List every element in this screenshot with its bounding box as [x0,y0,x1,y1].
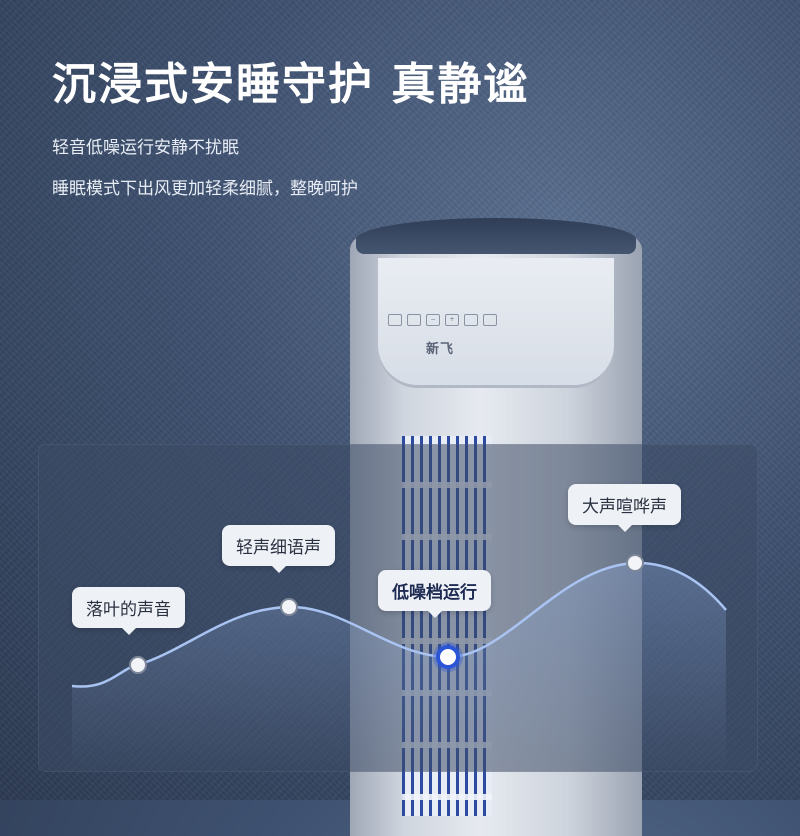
ac-button-icon [407,314,421,326]
ac-button-icon [464,314,478,326]
point-marker [129,656,147,674]
minus-icon: − [426,314,440,326]
label-whisper: 轻声细语声 [222,525,335,573]
point-marker [280,598,298,616]
highlight-point-marker [436,645,460,669]
subtitle-quiet: 轻音低噪运行安静不扰眠 [52,138,239,158]
point-marker [626,554,644,572]
plus-icon: + [445,314,459,326]
headline: 沉浸式安睡守护 真静谧 [52,59,530,110]
ac-top-cap [356,218,636,254]
label-low-noise-mode: 低噪档运行 [378,570,491,618]
ac-button-icon [388,314,402,326]
ac-button-icon [483,314,497,326]
ac-touch-buttons: − + [388,314,497,326]
noise-level-curve [71,554,727,772]
curve-fill [72,562,726,772]
brand-logo: 新飞 [426,342,455,357]
subtitle-sleep-mode: 睡眠模式下出风更加轻柔细腻，整晚呵护 [52,179,358,199]
label-falling-leaves: 落叶的声音 [72,587,185,635]
label-loud-noise: 大声喧哗声 [568,484,681,532]
